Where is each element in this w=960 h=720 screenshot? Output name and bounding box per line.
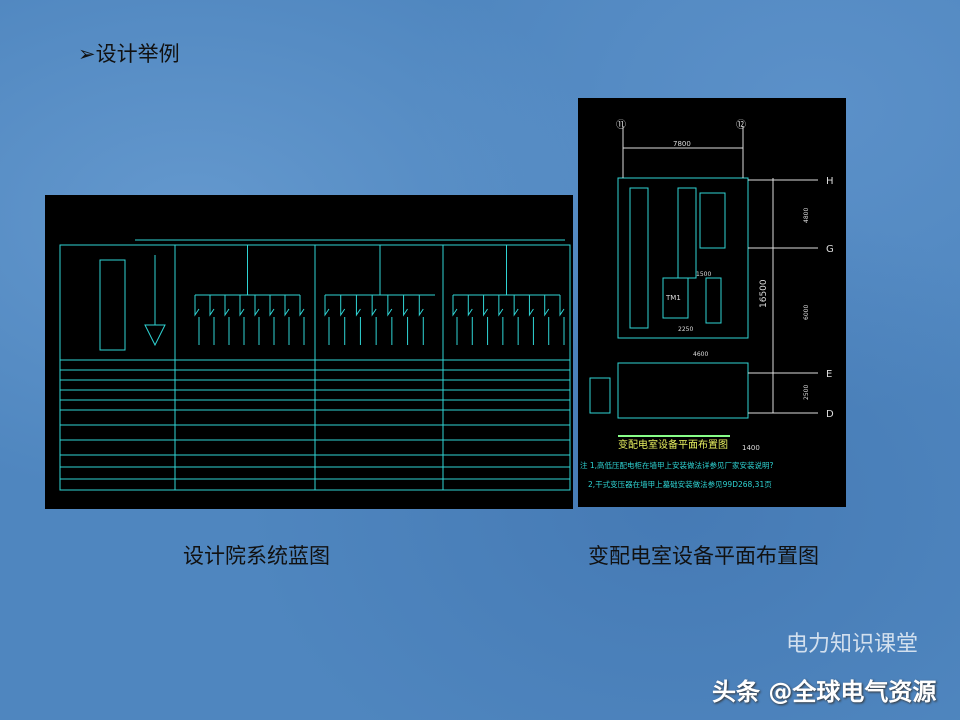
axis-label: G bbox=[826, 244, 834, 255]
feeder-branch bbox=[324, 295, 330, 345]
dimension: 7800 bbox=[673, 140, 691, 148]
feeder-branch bbox=[340, 295, 346, 345]
feeder-branch bbox=[498, 295, 504, 345]
dimension: 4800 bbox=[803, 208, 810, 223]
feeder-branch bbox=[559, 295, 565, 345]
feeder-branch bbox=[371, 295, 377, 345]
note: 2,干式变压器在墙甲上墓础安装做法参见99D268,31页 bbox=[588, 479, 772, 489]
left-caption: 设计院系统蓝图 bbox=[183, 544, 330, 568]
feeder-branch bbox=[209, 295, 215, 345]
feeder-branch bbox=[483, 295, 489, 345]
feeder-branch bbox=[269, 295, 275, 345]
floor-plan-image: ⑪ ⑫ H G E D 7800 16500 4800 6000 2500 15… bbox=[578, 98, 846, 507]
system-diagram-image bbox=[45, 195, 573, 509]
floor-plan-drawing: ⑪ ⑫ H G E D 7800 16500 4800 6000 2500 15… bbox=[580, 119, 834, 489]
feeder-branch bbox=[418, 295, 424, 345]
dimension: 16500 bbox=[759, 279, 769, 308]
axis-label: D bbox=[826, 409, 834, 420]
feeder-branch bbox=[224, 295, 230, 345]
dimension: 4600 bbox=[693, 351, 708, 358]
scale-note: 1400 bbox=[742, 444, 760, 452]
watermark-channel: 电力知识课堂 bbox=[786, 632, 919, 657]
watermark-source: 头条 @全球电气资源 bbox=[712, 678, 937, 706]
arrow-bullet-icon: ➢ bbox=[78, 42, 96, 66]
axis-label: H bbox=[826, 176, 834, 187]
feeder-branch bbox=[528, 295, 534, 345]
dimension: 2500 bbox=[803, 385, 810, 400]
feeder-branch bbox=[239, 295, 245, 345]
feeder-branch bbox=[467, 295, 473, 345]
drawing-title: 变配电室设备平面布置图 bbox=[618, 438, 728, 451]
dimension: 1500 bbox=[696, 271, 711, 278]
system-diagram-drawing bbox=[59, 239, 571, 491]
equipment-label: TM1 bbox=[665, 294, 681, 302]
axis-label: ⑫ bbox=[736, 119, 746, 131]
feeder-branch bbox=[403, 295, 409, 345]
feeder-branch bbox=[254, 295, 260, 345]
slide-title: ➢设计举例 bbox=[78, 42, 180, 66]
axis-label: E bbox=[826, 369, 832, 380]
feeder-branch bbox=[284, 295, 290, 345]
right-caption: 变配电室设备平面布置图 bbox=[588, 544, 819, 568]
dimension: 2250 bbox=[678, 326, 693, 333]
feeder-branch bbox=[355, 295, 361, 345]
feeder-branch bbox=[513, 295, 519, 345]
feeder-bus bbox=[325, 245, 435, 296]
feeder-branch bbox=[299, 295, 305, 345]
note: 注 1,高低压配电柜在墙甲上安装做法详参见厂家安装说明? bbox=[580, 460, 774, 470]
feeder-bus bbox=[195, 245, 300, 296]
feeder-branch bbox=[544, 295, 550, 345]
feeder-branch bbox=[387, 295, 393, 345]
dimension: 6000 bbox=[803, 305, 810, 320]
feeder-bus bbox=[453, 245, 560, 296]
feeder-branch bbox=[452, 295, 458, 345]
axis-label: ⑪ bbox=[616, 119, 626, 131]
feeder-branch bbox=[194, 295, 200, 345]
